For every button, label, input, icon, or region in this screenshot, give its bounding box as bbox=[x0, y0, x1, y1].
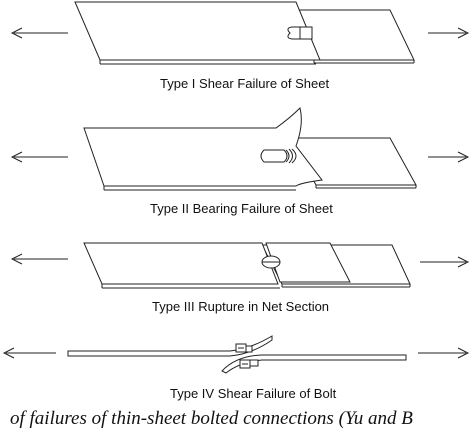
type-3-diagram bbox=[10, 242, 470, 289]
caption-type-3: Type III Rupture in Net Section bbox=[152, 299, 330, 314]
arrow-right-icon bbox=[420, 256, 470, 268]
arrow-right-icon bbox=[428, 27, 470, 39]
arrow-left-icon bbox=[10, 27, 68, 39]
type-1-diagram bbox=[10, 1, 470, 65]
caption-type-1: Type I Shear Failure of Sheet bbox=[160, 76, 330, 91]
arrow-left-icon bbox=[10, 151, 68, 163]
arrow-left-icon bbox=[10, 253, 68, 265]
caption-type-4: Type IV Shear Failure of Bolt bbox=[170, 386, 337, 401]
type-2-diagram bbox=[10, 107, 470, 191]
arrow-left-icon bbox=[2, 347, 56, 359]
arrow-right-icon bbox=[418, 347, 470, 359]
type-4-diagram bbox=[2, 335, 470, 374]
arrow-right-icon bbox=[428, 151, 470, 163]
caption-type-2: Type II Bearing Failure of Sheet bbox=[150, 201, 333, 216]
figure-caption: of failures of thin-sheet bolted connect… bbox=[10, 408, 413, 429]
